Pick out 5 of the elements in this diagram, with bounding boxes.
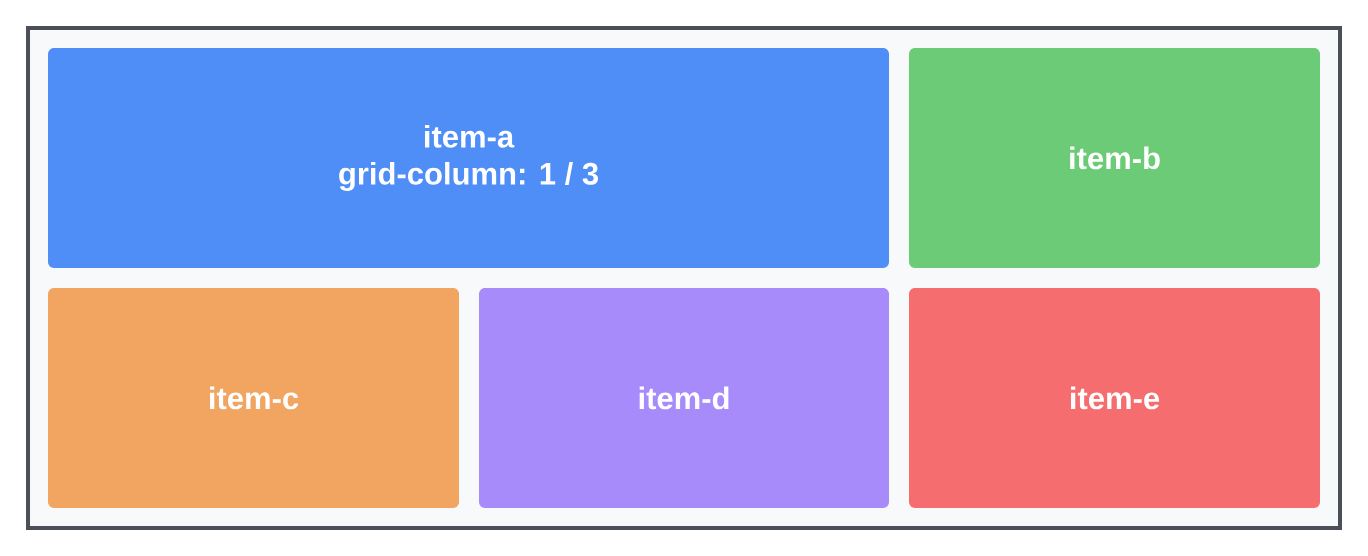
grid-item: item-e xyxy=(909,288,1320,508)
grid-item: item-c xyxy=(48,288,459,508)
grid-item: item-d xyxy=(479,288,889,508)
grid-item: item-b xyxy=(909,48,1320,268)
grid-item: item-a grid-column: 1 / 3 xyxy=(48,48,889,268)
